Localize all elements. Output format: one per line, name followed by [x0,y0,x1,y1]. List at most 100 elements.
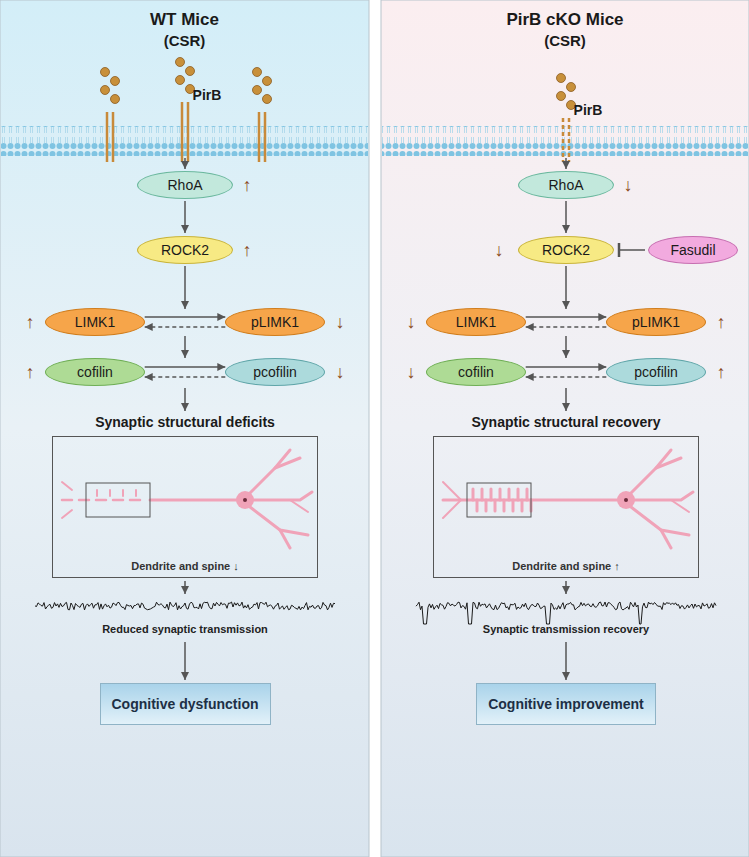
neuron-branch [656,450,671,468]
neuron-branch [512,500,515,511]
protein-ellipse: pcofilin [225,358,325,386]
neuron-branch [62,510,72,518]
mouse-panel: WT Mice(CSR)RhoAROCK2LIMK1pLIMK1cofilinp… [0,0,369,857]
arrow-connector [145,376,226,378]
neuron-branch [275,450,290,468]
protein-ellipse: ROCK2 [137,236,233,264]
protein-name: pcofilin [253,364,297,380]
neuron-branch [494,500,497,511]
section-heading: Synaptic structural deficits [32,414,338,430]
protein-ellipse: cofilin [426,358,526,386]
change-arrow: ↑ [717,362,726,383]
receptor-domain [557,74,566,83]
figure-caption: Dendrite and spine ↓ [52,560,318,572]
neuron-branch [109,490,111,496]
change-arrow: ↓ [336,362,345,383]
neuron-branch [631,458,681,493]
receptor-domain [176,58,185,67]
receptor-domain [263,77,272,86]
receptor-domain [101,68,110,77]
protein-name: RhoA [548,177,583,193]
outcome-text: Cognitive dysfunction [112,696,259,712]
neuron-branch [113,499,123,502]
change-arrow: ↓ [495,240,504,261]
receptor-label: PirB [193,87,222,103]
neuron-box: Synaptic structural recoveryDendrite and… [433,414,699,578]
membrane [1,126,368,156]
protein-ellipse: cofilin [45,358,145,386]
nucleus [624,498,628,502]
neuron-branch [150,499,237,502]
neuron-branch [490,489,493,500]
neuron-branch [517,489,520,500]
protein-name: ROCK2 [542,242,590,258]
protein-name: LIMK1 [75,314,115,330]
neuron-branch [531,499,618,502]
receptor-domain [176,76,185,85]
protein-name: pLIMK1 [632,314,680,330]
arrow-connector [526,326,607,328]
neuron-branch [526,489,529,500]
neuron-branch [481,489,484,500]
protein-ellipse: pLIMK1 [606,308,706,336]
neuron-branch [96,499,106,502]
neuron-branch [485,500,488,511]
recording-trace [35,602,335,610]
arrow-connector [184,201,186,233]
protein-ellipse: RhoA [137,171,233,199]
panel-subtitle: (CSR) [0,32,369,49]
neuron [62,450,693,548]
receptor-domain [111,95,120,104]
nucleus [243,498,247,502]
protein-ellipse: LIMK1 [426,308,526,336]
change-arrow: ↓ [407,362,416,383]
inset-frame [86,483,150,517]
neuron-branch [62,482,72,490]
trace-label: Reduced synaptic transmission [102,623,268,635]
mouse-panel: PirB cKO Mice (CSR) RhoA ROCK2 FasudilLIMK1 p… [381,0,749,857]
protein-name: Fasudil [670,242,715,258]
neuron-branch [671,500,689,512]
arrow-connector [526,316,607,318]
section-heading: Synaptic structural recovery [413,414,719,430]
receptor-domain [186,67,195,76]
neuron-branch [290,500,308,512]
protein-ellipse: LIMK1 [45,308,145,336]
change-arrow: ↓ [336,312,345,333]
protein-name: cofilin [458,364,494,380]
neuron-branch [280,530,290,548]
receptor-domain [253,68,262,77]
protein-ellipse: ROCK2 [518,236,614,264]
neuron-branch [122,490,124,496]
change-arrow: ↑ [243,240,252,261]
neuron-box: Synaptic structural deficitsDendrite and… [52,414,318,578]
receptor-domain [567,83,576,92]
protein-ellipse: Fasudil [648,236,738,264]
neuron-branch [499,489,502,500]
panel-title: PirB cKO Mice [381,10,749,30]
receptor-stem [562,118,565,162]
outcome-text: Cognitive improvement [488,696,644,712]
neuron-branch [661,530,671,548]
receptor-domain [253,86,262,95]
receptor-stem [112,112,115,162]
protein-ellipse: RhoA [518,171,614,199]
change-arrow: ↑ [26,362,35,383]
neuron-branch [472,489,475,500]
neuron-branch [508,489,511,500]
trace [35,602,716,624]
receptor-stem [258,112,261,162]
arrow-connector [145,316,226,318]
panel-ground [381,0,749,857]
receptor-stem [568,118,571,162]
protein-name: LIMK1 [456,314,496,330]
receptor-domain [101,86,110,95]
neuron-branch [250,458,300,493]
neuron-branch [634,492,693,500]
protein-ellipse: pcofilin [606,358,706,386]
receptor-stem [187,102,190,162]
panel-subtitle: (CSR) [381,32,749,49]
neuron-branch [443,482,461,500]
change-arrow: ↑ [243,175,252,196]
neuron-branch [521,500,524,511]
